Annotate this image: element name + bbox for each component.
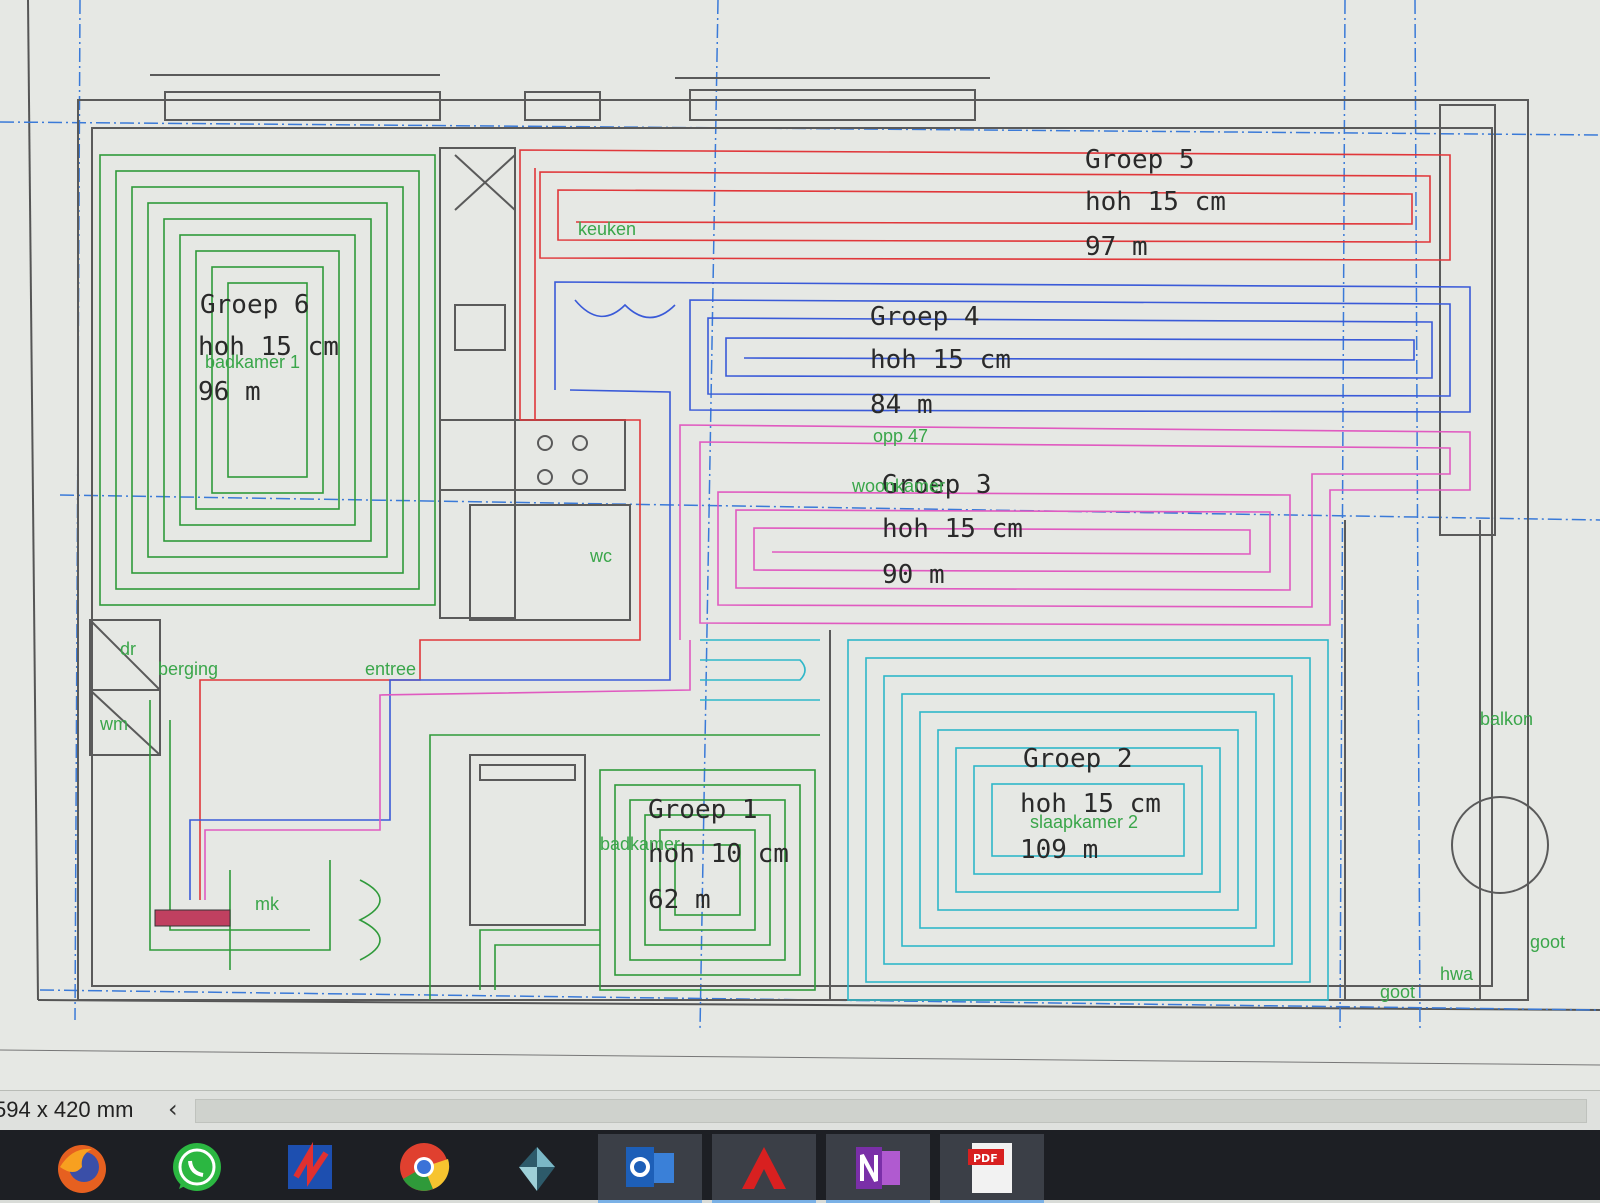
taskbar-outlook[interactable]	[598, 1134, 702, 1203]
heating-loop-groep-4	[189, 281, 1471, 900]
room-badkamer: badkamer	[600, 834, 680, 854]
group-5-name: Groep 5	[1085, 145, 1195, 175]
group-label-5: Groep 5 hoh 15 cm 97 m	[1085, 145, 1226, 262]
heating-loop-groep-1	[429, 734, 820, 1000]
group-4-spacing: hoh 15 cm	[870, 345, 1011, 375]
group-6-length: 96 m	[198, 377, 261, 407]
group-label-2: Groep 2 hoh 15 cm 109 m	[1020, 744, 1161, 865]
room-balkon: balkon	[1480, 709, 1533, 729]
chrome-icon	[400, 1143, 450, 1191]
outlook-icon	[626, 1147, 674, 1187]
autocad-icon	[742, 1147, 786, 1189]
room-goot-2: goot	[1530, 932, 1565, 952]
taskbar-chrome[interactable]	[372, 1134, 476, 1200]
room-wm: wm	[99, 714, 128, 734]
app-diamond-icon	[519, 1147, 555, 1191]
group-1-name: Groep 1	[648, 795, 758, 825]
group-1-spacing: hoh 10 cm	[648, 839, 789, 869]
heating-loop-groep-2	[700, 639, 1329, 1001]
group-label-1: Groep 1 hoh 10 cm 62 m	[648, 795, 789, 915]
room-area: opp 47	[873, 426, 928, 446]
group-4-length: 84 m	[870, 390, 933, 420]
group-2-spacing: hoh 15 cm	[1020, 789, 1161, 819]
taskbar-app-diamond[interactable]	[485, 1134, 589, 1200]
building-walls	[77, 74, 1549, 1001]
group-5-length: 97 m	[1085, 232, 1148, 262]
heating-loop-groep-3	[204, 424, 1471, 900]
taskbar: PDF	[0, 1130, 1600, 1203]
heating-loop-groep-6	[99, 154, 436, 970]
taskbar-whatsapp[interactable]	[145, 1134, 249, 1200]
paper-size-label: 594 x 420 mm	[0, 1097, 134, 1122]
group-1-length: 62 m	[648, 885, 711, 915]
room-entree: entree	[365, 659, 416, 679]
taskbar-pdf[interactable]: PDF	[940, 1134, 1044, 1203]
group-2-length: 109 m	[1020, 835, 1098, 865]
drawing-viewer[interactable]: Groep 5 hoh 15 cm 97 m Groep 4 hoh 15 cm…	[0, 0, 1600, 1090]
whatsapp-icon	[173, 1143, 221, 1191]
group-label-3: Groep 3 hoh 15 cm 90 m	[882, 470, 1023, 590]
taskbar-autocad[interactable]	[712, 1134, 816, 1203]
taskbar-firefox[interactable]	[30, 1134, 134, 1200]
group-2-name: Groep 2	[1023, 744, 1133, 774]
pdf-badge: PDF	[973, 1152, 998, 1165]
room-goot-1: goot	[1380, 982, 1415, 1002]
room-slaapkamer-2: slaapkamer 2	[1030, 812, 1138, 832]
sketchup-layout-icon	[288, 1141, 332, 1189]
group-4-name: Groep 4	[870, 302, 980, 332]
group-6-spacing: hoh 15 cm	[198, 332, 339, 362]
room-keuken: keuken	[578, 219, 636, 239]
onenote-icon	[856, 1147, 900, 1189]
horizontal-scrollbar[interactable]	[195, 1099, 1587, 1123]
firefox-icon	[58, 1145, 106, 1193]
room-hwa: hwa	[1440, 964, 1474, 984]
room-woonkamer: woonkamer	[851, 476, 945, 496]
group-label-4: Groep 4 hoh 15 cm 84 m	[870, 302, 1011, 420]
room-mk: mk	[255, 894, 280, 914]
room-wc: wc	[589, 546, 612, 566]
group-5-spacing: hoh 15 cm	[1085, 187, 1226, 217]
group-6-name: Groep 6	[200, 290, 310, 320]
group-3-name: Groep 3	[882, 470, 992, 500]
heating-loop-groep-5	[199, 149, 1451, 900]
taskbar-sketchup-layout[interactable]	[258, 1134, 362, 1200]
manifold	[154, 909, 231, 927]
floor-plan-drawing: Groep 5 hoh 15 cm 97 m Groep 4 hoh 15 cm…	[0, 0, 1600, 1066]
group-3-length: 90 m	[882, 560, 945, 590]
group-3-spacing: hoh 15 cm	[882, 514, 1023, 544]
group-label-6: Groep 6 hoh 15 cm 96 m	[198, 290, 339, 407]
pdf-icon: PDF	[968, 1143, 1012, 1193]
room-berging: berging	[158, 659, 218, 679]
room-badkamer-1: badkamer 1	[205, 352, 300, 372]
scroll-left-button[interactable]: ‹	[168, 1095, 178, 1123]
status-bar: 594 x 420 mm ‹	[0, 1090, 1600, 1131]
room-dr: dr	[120, 639, 136, 659]
taskbar-onenote[interactable]	[826, 1134, 930, 1203]
